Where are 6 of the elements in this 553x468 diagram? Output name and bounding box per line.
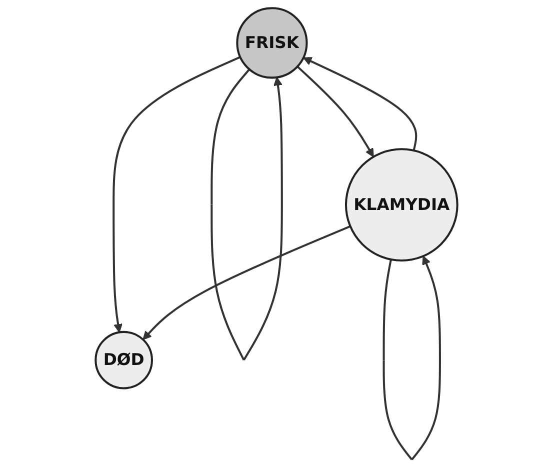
node-circle: DØD (94, 330, 153, 390)
arrow (296, 66, 374, 158)
arrow (142, 225, 351, 340)
node-circle: KLAMYDIA (344, 148, 458, 262)
arrow (303, 57, 418, 151)
arrow (112, 56, 241, 333)
